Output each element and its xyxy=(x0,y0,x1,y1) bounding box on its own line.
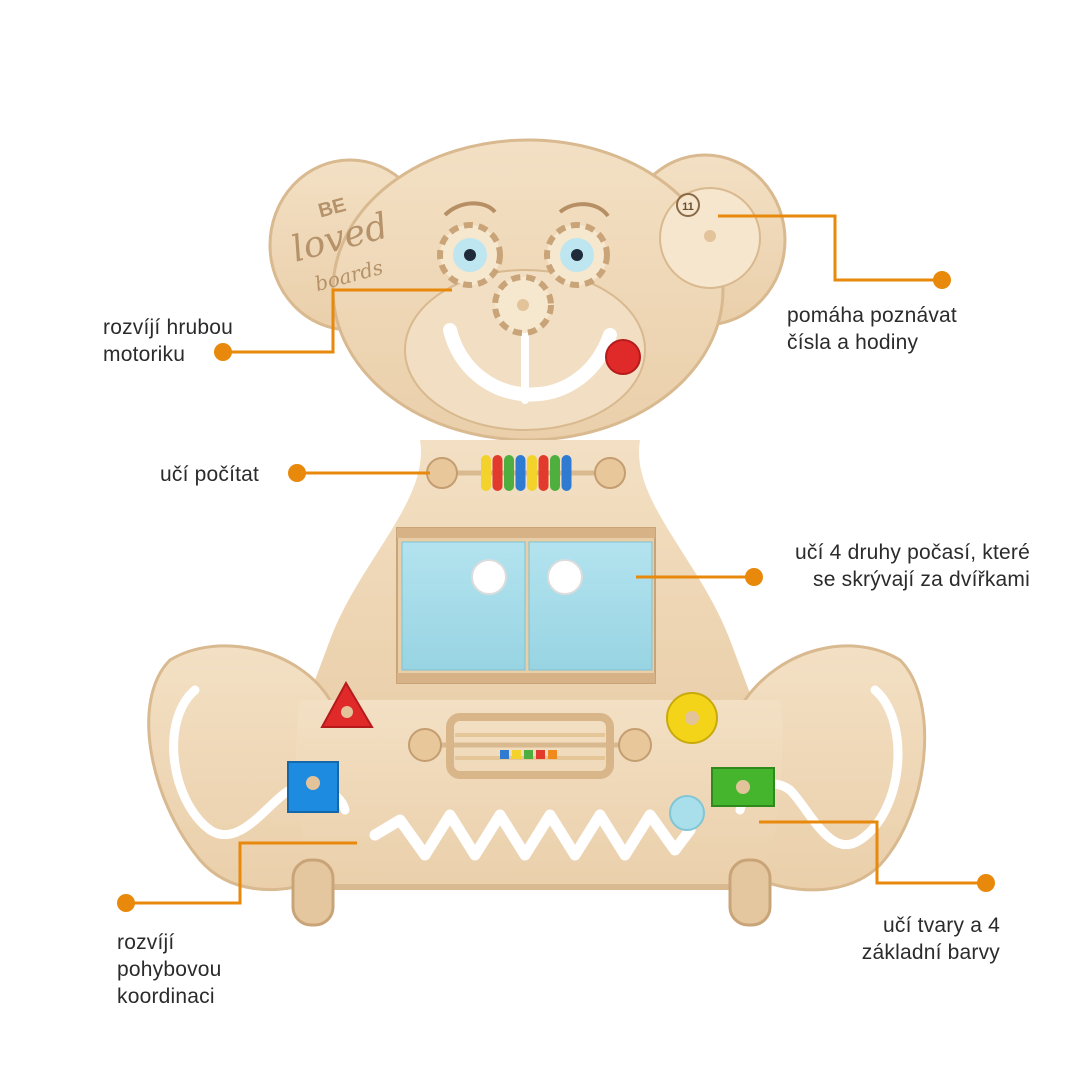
abacus-left-end xyxy=(426,457,458,489)
bottom-edge xyxy=(318,884,763,890)
callout-weather: učí 4 druhy počasí, které se skrývají za… xyxy=(795,541,1030,591)
callout-line-coordination xyxy=(126,841,357,905)
callout-line-clock xyxy=(718,214,942,282)
left-door[interactable] xyxy=(401,541,526,671)
abacus-bead[interactable] xyxy=(550,455,560,491)
callout-coordination: rozvíjí pohybovou koordinaci xyxy=(117,931,222,1008)
callout-dot-shapes xyxy=(977,874,995,892)
rattle-roller[interactable] xyxy=(408,713,652,779)
left-limb xyxy=(147,644,332,891)
red-knob[interactable] xyxy=(605,339,641,375)
monkey-board: 11 BE loved boards xyxy=(147,138,927,927)
right-limb xyxy=(743,644,927,892)
left-eyebrow xyxy=(443,201,497,217)
callout-lines xyxy=(126,214,986,905)
right-stand xyxy=(728,858,772,927)
right-door[interactable] xyxy=(528,541,653,671)
nose-gear[interactable] xyxy=(492,274,554,336)
abacus-bead[interactable] xyxy=(538,455,549,491)
callout-dot-clock xyxy=(933,271,951,289)
callout-gross-motor: rozvíjí hrubou motoriku xyxy=(103,316,234,366)
blue-bead-slider[interactable] xyxy=(669,795,705,831)
abacus-bead[interactable] xyxy=(515,455,526,491)
callout-numbers-clock: pomáha poznávat čísla a hodiny xyxy=(787,304,957,354)
callout-dot-weather xyxy=(745,568,763,586)
left-gear[interactable] xyxy=(437,222,503,288)
right-eyebrow xyxy=(558,202,610,218)
red-triangle[interactable] xyxy=(320,680,374,728)
callout-dot-coordination xyxy=(117,894,135,912)
callout-counting: učí počítat xyxy=(160,463,260,486)
callout-dots xyxy=(117,271,995,912)
abacus-right-end xyxy=(594,457,626,489)
abacus-bead[interactable] xyxy=(561,455,572,491)
left-door-knob[interactable] xyxy=(471,559,507,595)
abacus-bead[interactable] xyxy=(504,455,514,491)
right-gear[interactable] xyxy=(544,222,610,288)
callout-shapes-colors: učí tvary a 4 základní barvy xyxy=(861,914,1000,964)
abacus-bead[interactable] xyxy=(492,455,503,491)
right-door-knob[interactable] xyxy=(547,559,583,595)
zigzag-slot xyxy=(369,809,696,861)
abacus[interactable] xyxy=(426,455,626,491)
abacus-bead[interactable] xyxy=(527,455,537,491)
callout-dot-count xyxy=(288,464,306,482)
clock-number: 11 xyxy=(682,201,694,213)
left-stand xyxy=(291,858,335,927)
weather-box xyxy=(396,527,656,684)
callout-dot-motor xyxy=(214,343,232,361)
callout-line-shapes xyxy=(759,820,986,885)
clock-disc[interactable]: 11 xyxy=(659,187,761,289)
abacus-bead[interactable] xyxy=(481,455,491,491)
callout-line-motor xyxy=(223,288,452,354)
